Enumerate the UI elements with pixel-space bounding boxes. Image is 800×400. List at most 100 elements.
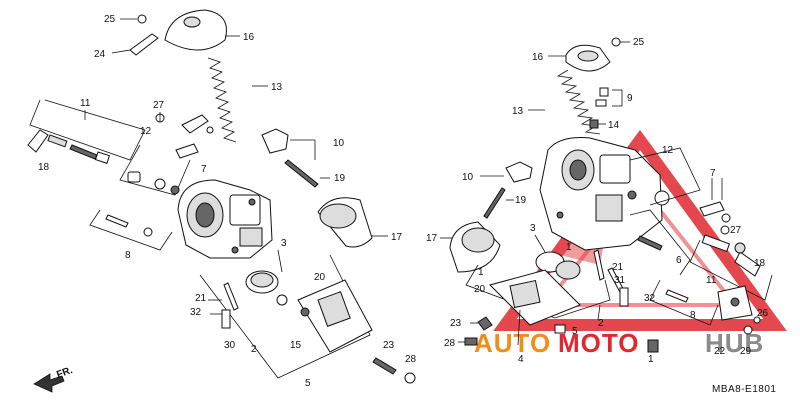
watermark-text-moto: MOTO [558, 328, 640, 358]
spring-13-right-icon [528, 69, 601, 135]
callout-left-13: 13 [271, 82, 283, 93]
group-frame-12-right [629, 147, 701, 206]
bracket-24-icon [111, 33, 159, 56]
callout-right-11: 11 [706, 275, 717, 286]
jet-group-icon [127, 171, 180, 195]
top-cover-16-right-icon [548, 44, 611, 72]
callout-left-24: 24 [94, 49, 106, 60]
needle-19-right-icon [483, 187, 514, 219]
callout-left-8: 8 [125, 250, 131, 261]
group-frame-11-right [689, 239, 773, 301]
callout-left-23: 23 [383, 340, 395, 351]
callout-right-14: 14 [608, 120, 620, 131]
screw-29-icon [743, 316, 761, 335]
callout-right-28: 28 [444, 338, 456, 349]
callout-right-22: 22 [714, 346, 726, 357]
callout-left-16: 16 [243, 32, 255, 43]
needle-19-icon [284, 159, 330, 188]
screw-14-icon [589, 119, 606, 129]
diaphragm-17-icon [317, 197, 388, 248]
callout-right-7: 7 [710, 168, 716, 179]
front-direction-arrow-icon [33, 373, 65, 393]
needle-10-right-icon [480, 161, 533, 183]
callout-right-31: 31 [614, 275, 626, 286]
valve-18-right-icon [701, 234, 761, 277]
callout-right-1c: 1 [648, 354, 654, 365]
leader-3 [277, 249, 283, 273]
float-3-icon [245, 270, 279, 294]
lever-7-right-icon [699, 178, 730, 235]
screw-27-right-icon [721, 213, 731, 223]
valve-18-icon [27, 129, 111, 164]
watermark-text-auto: AUTO [474, 328, 551, 358]
callout-left-12: 12 [140, 126, 152, 137]
callout-right-26: 26 [757, 308, 769, 319]
callout-right-2: 2 [598, 318, 604, 329]
float-bowl-20-icon [276, 279, 373, 353]
callout-right-21: 21 [612, 262, 624, 273]
jet-6-icon [637, 235, 663, 251]
callout-right-4: 4 [518, 354, 524, 365]
carburetor-body-right-icon [539, 137, 670, 251]
callout-right-6: 6 [676, 255, 682, 266]
callout-left-17: 17 [391, 232, 403, 243]
callout-right-1a: 1 [566, 242, 572, 253]
callout-left-5: 5 [305, 378, 311, 389]
callout-right-19: 19 [515, 195, 527, 206]
callout-left-3: 3 [281, 238, 287, 249]
callout-right-10: 10 [462, 172, 474, 183]
jet-8-right-icon [665, 289, 689, 303]
callout-left-15: 15 [290, 340, 302, 351]
group-frame-1-right [465, 264, 611, 319]
callout-left-21: 21 [195, 293, 207, 304]
group-frame-8-right [649, 279, 719, 326]
callout-right-18: 18 [754, 258, 766, 269]
leader-2-right [597, 304, 601, 321]
diaphragm-17-right-icon [440, 221, 501, 273]
group-frame-6 [629, 209, 691, 276]
callout-right-23: 23 [450, 318, 462, 329]
needle-10-icon [261, 128, 316, 160]
parts-9-icon [595, 87, 623, 107]
callout-right-27: 27 [730, 225, 742, 236]
float-3-right-icon [534, 234, 581, 280]
screw-28-right-icon [458, 337, 478, 346]
float-bowl-20-right-icon [489, 269, 581, 326]
callout-left-19: 19 [334, 173, 346, 184]
callout-left-20: 20 [314, 272, 326, 283]
callout-left-18: 18 [38, 162, 50, 173]
callout-right-32: 32 [644, 293, 656, 304]
callout-right-16: 16 [532, 52, 544, 63]
callout-left-30: 30 [224, 340, 236, 351]
cap-26-icon [717, 285, 753, 321]
group-frame-11 [29, 99, 146, 161]
callout-right-12: 12 [662, 145, 674, 156]
group-frame-8 [89, 209, 173, 251]
callout-left-25: 25 [104, 14, 116, 25]
bolt-25-right-icon [611, 37, 630, 47]
callout-right-1b: 1 [478, 267, 484, 278]
carburetor-body-left-icon [177, 179, 273, 259]
callout-left-28: 28 [405, 354, 417, 365]
bolt-25-icon [120, 14, 147, 24]
screw-28-icon [404, 372, 416, 384]
leader-4 [517, 309, 521, 346]
callout-right-17: 17 [426, 233, 438, 244]
jet-8-icon [105, 214, 153, 237]
callout-right-25: 25 [633, 37, 645, 48]
callout-left-7: 7 [201, 164, 207, 175]
right-assembly: 16 25 9 13 14 12 10 19 7 3 27 17 1 6 18 … [426, 37, 773, 365]
callout-left-27: 27 [153, 100, 165, 111]
callout-right-9: 9 [627, 93, 633, 104]
callout-left-32: 32 [190, 307, 202, 318]
callout-left-11: 11 [80, 98, 91, 109]
diagram-code: MBA8-E1801 [712, 384, 776, 395]
screw-23-right-icon [470, 316, 493, 331]
screw-27-icon [155, 112, 165, 123]
jet-21-right-icon [593, 249, 629, 307]
top-cover-16-icon [164, 9, 240, 51]
callout-right-5: 5 [572, 326, 578, 337]
lever-7-icon [175, 114, 214, 159]
